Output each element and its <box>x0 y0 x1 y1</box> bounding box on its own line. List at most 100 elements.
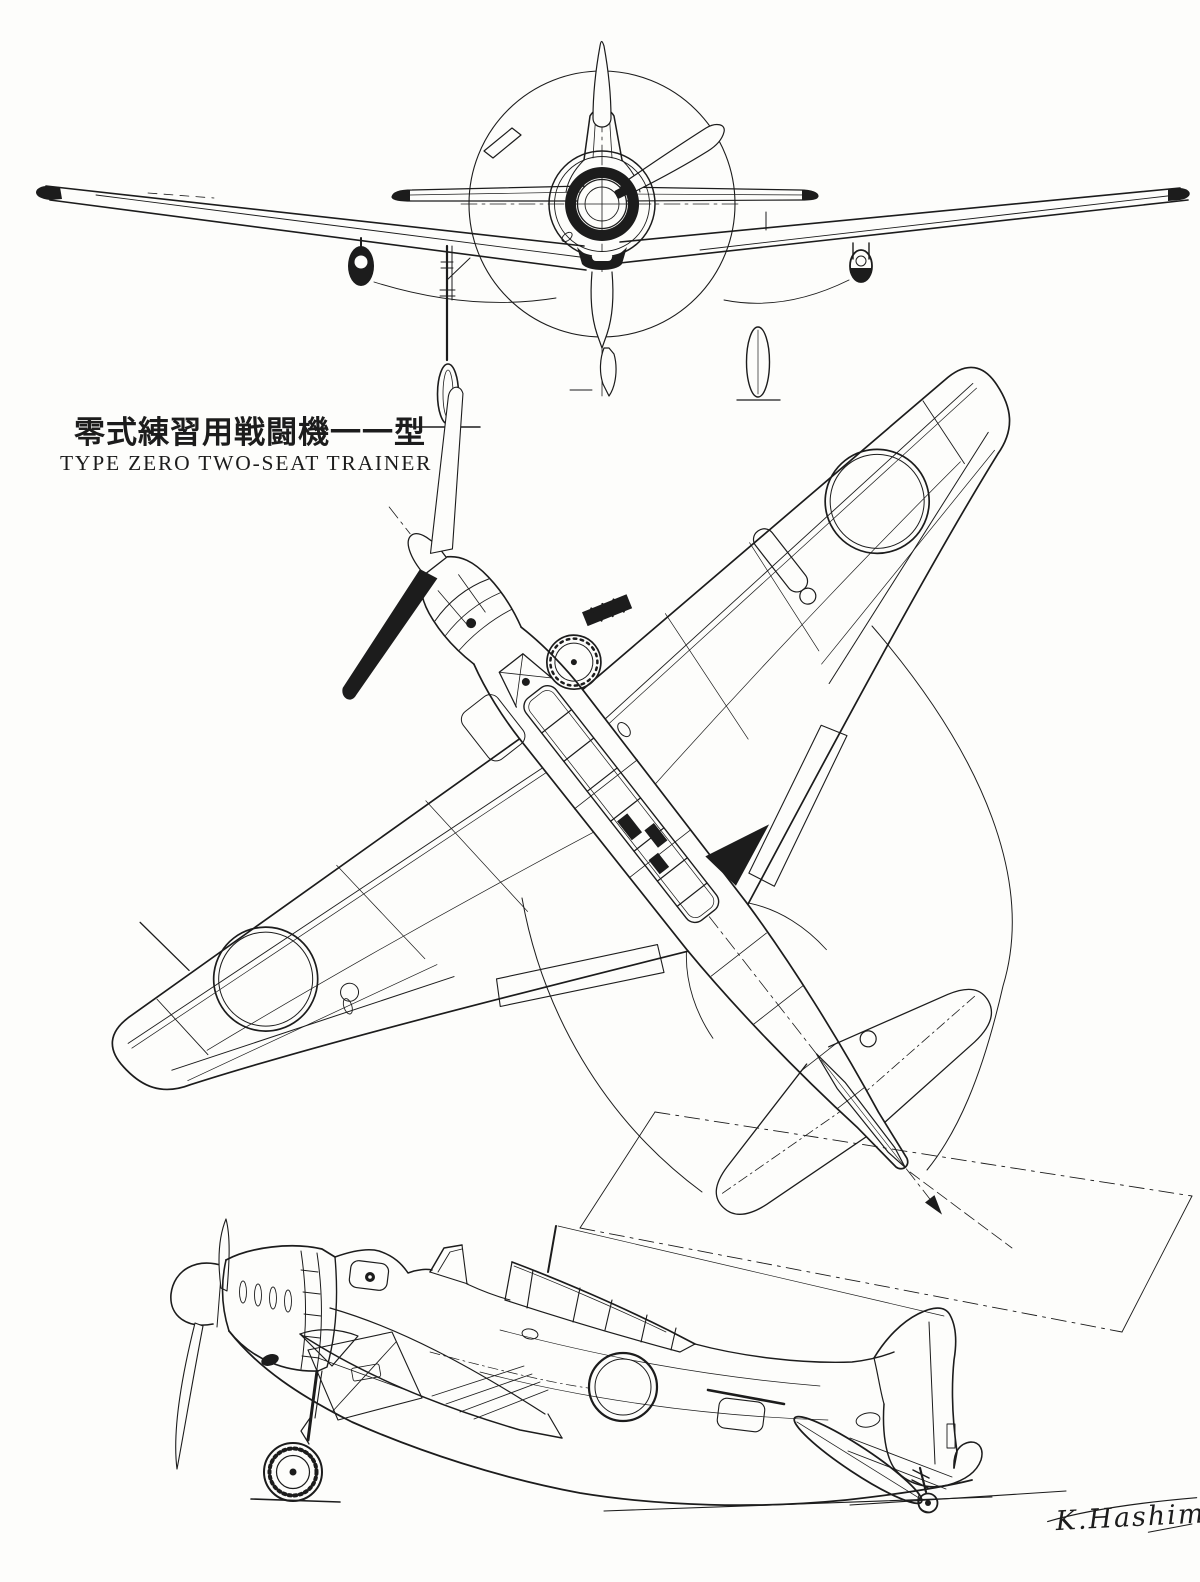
spinner <box>575 178 629 230</box>
right-aileron-hinge <box>828 431 989 685</box>
fuel-cap-dot <box>521 677 530 686</box>
side-view <box>170 1218 1067 1514</box>
left-gear-door-arc <box>373 281 557 303</box>
tail-projection-dash <box>909 1171 1013 1249</box>
wing-underside <box>299 1333 563 1439</box>
cowl-black-annulus <box>565 167 640 241</box>
cockpit-dark-pane-3 <box>648 852 670 875</box>
tail-ground-line-2 <box>849 1490 1067 1506</box>
centerline-arrowhead <box>925 1195 943 1215</box>
title-block: 零式練習用戦闘機一一型 TYPE ZERO TWO-SEAT TRAINER <box>60 415 432 475</box>
cowl-gun-dot <box>466 618 477 629</box>
chin-slot <box>592 252 612 261</box>
plan-propeller-blade-b <box>342 569 438 700</box>
canopy-frames <box>541 709 708 907</box>
root-fillets <box>685 902 827 1039</box>
left-rib-lines <box>336 800 528 960</box>
access-panel <box>716 1397 766 1433</box>
right-roundel <box>824 448 931 555</box>
right-tailplane <box>619 186 819 202</box>
right-main-wheel <box>723 242 873 304</box>
right-gear-door-arc <box>723 279 850 304</box>
right-flap <box>748 724 848 887</box>
signature-block: K.Hashimoto <box>1047 1496 1200 1537</box>
side-windscreen <box>429 1244 469 1285</box>
antenna-wire <box>557 1225 945 1317</box>
gun-troughs <box>437 574 486 627</box>
wing-root-dark-bay <box>582 594 633 627</box>
cockpit-dark-pane-1 <box>617 813 643 841</box>
projection-parallelogram-top <box>654 1111 1193 1197</box>
extended-gear-leg <box>409 244 481 428</box>
plan-right-wing <box>581 366 1011 906</box>
cowl-louvre-3 <box>269 1286 277 1310</box>
side-spinner <box>170 1262 225 1326</box>
title-english: TYPE ZERO TWO-SEAT TRAINER <box>60 451 432 475</box>
cowl-side-mark <box>561 231 573 243</box>
top-deck <box>334 1249 433 1274</box>
right-wingtip-cap <box>1168 188 1190 201</box>
cowl-louvre-1 <box>239 1280 247 1304</box>
plan-canopy <box>498 653 720 924</box>
right-access-oval <box>617 722 631 738</box>
gun-fairing-capsule <box>752 528 809 593</box>
plan-view <box>111 366 1011 1215</box>
blade-root-mark <box>614 185 629 199</box>
spare-drop-tank <box>736 326 781 401</box>
cockpit-dark-pane-2 <box>644 823 668 848</box>
left-access-circle <box>340 982 360 1002</box>
plan-tailplane <box>715 988 993 1215</box>
left-wing <box>35 185 587 271</box>
aileron-horn-oval <box>342 998 353 1015</box>
right-sweep-arc <box>871 625 1013 1171</box>
elevator-rods <box>847 1437 953 1490</box>
fuselage-roundel <box>587 1351 659 1423</box>
ventral-keel <box>590 271 614 349</box>
retracted-wheel <box>546 634 602 691</box>
projection-parallelogram-right <box>1121 1195 1193 1333</box>
side-prop-blade-down <box>175 1322 204 1470</box>
signature-flourish-top <box>1047 1497 1198 1523</box>
left-main-wheel <box>348 237 557 303</box>
wheel-ground-line <box>250 1498 341 1503</box>
plan-fuselage-panel-lines <box>573 759 865 1109</box>
signature-flourish-under <box>1147 1523 1193 1533</box>
front-view <box>35 40 1190 428</box>
propeller-blade-vertical <box>592 40 612 128</box>
walkway-wedge <box>705 824 770 886</box>
step-oval <box>521 1328 539 1340</box>
trim-tab <box>946 1423 956 1449</box>
construction-lines <box>521 625 1193 1333</box>
plan-propeller-blade-a <box>429 386 464 554</box>
exhaust-stub <box>261 1354 279 1366</box>
side-fin-rudder <box>873 1307 983 1488</box>
propeller-blade-upper-left-stub <box>483 127 522 159</box>
cowl-flap-bands <box>300 1250 322 1370</box>
waterline-dash <box>429 1351 589 1389</box>
wing-fillet <box>329 1307 546 1415</box>
pitot-tube <box>139 921 190 972</box>
side-canopy <box>504 1261 696 1353</box>
cowl-louvre-4 <box>284 1289 292 1313</box>
side-canopy-frames <box>526 1269 677 1351</box>
side-prop-blade-up <box>218 1218 230 1292</box>
flap-hatch-lines <box>431 1365 549 1420</box>
title-japanese: 零式練習用戦闘機一一型 <box>74 415 426 450</box>
center-drop-tank <box>599 347 617 397</box>
gun-trough-panel <box>348 1260 390 1291</box>
radio-mast <box>547 1225 557 1273</box>
left-aileron-hinge <box>171 976 455 1071</box>
plan-left-wing <box>111 737 689 1091</box>
gear-door-outline <box>460 694 526 762</box>
tail-access-oval <box>855 1412 881 1428</box>
left-fold-line <box>156 998 209 1056</box>
left-flap <box>495 944 665 1008</box>
elevator-hinges <box>721 995 975 1194</box>
rear-spine <box>694 1343 895 1363</box>
cockpit-sill <box>466 1283 511 1301</box>
right-rib-lines <box>664 542 820 740</box>
cowl-louvre-2 <box>254 1283 262 1307</box>
left-sweep-arc <box>521 897 703 1193</box>
